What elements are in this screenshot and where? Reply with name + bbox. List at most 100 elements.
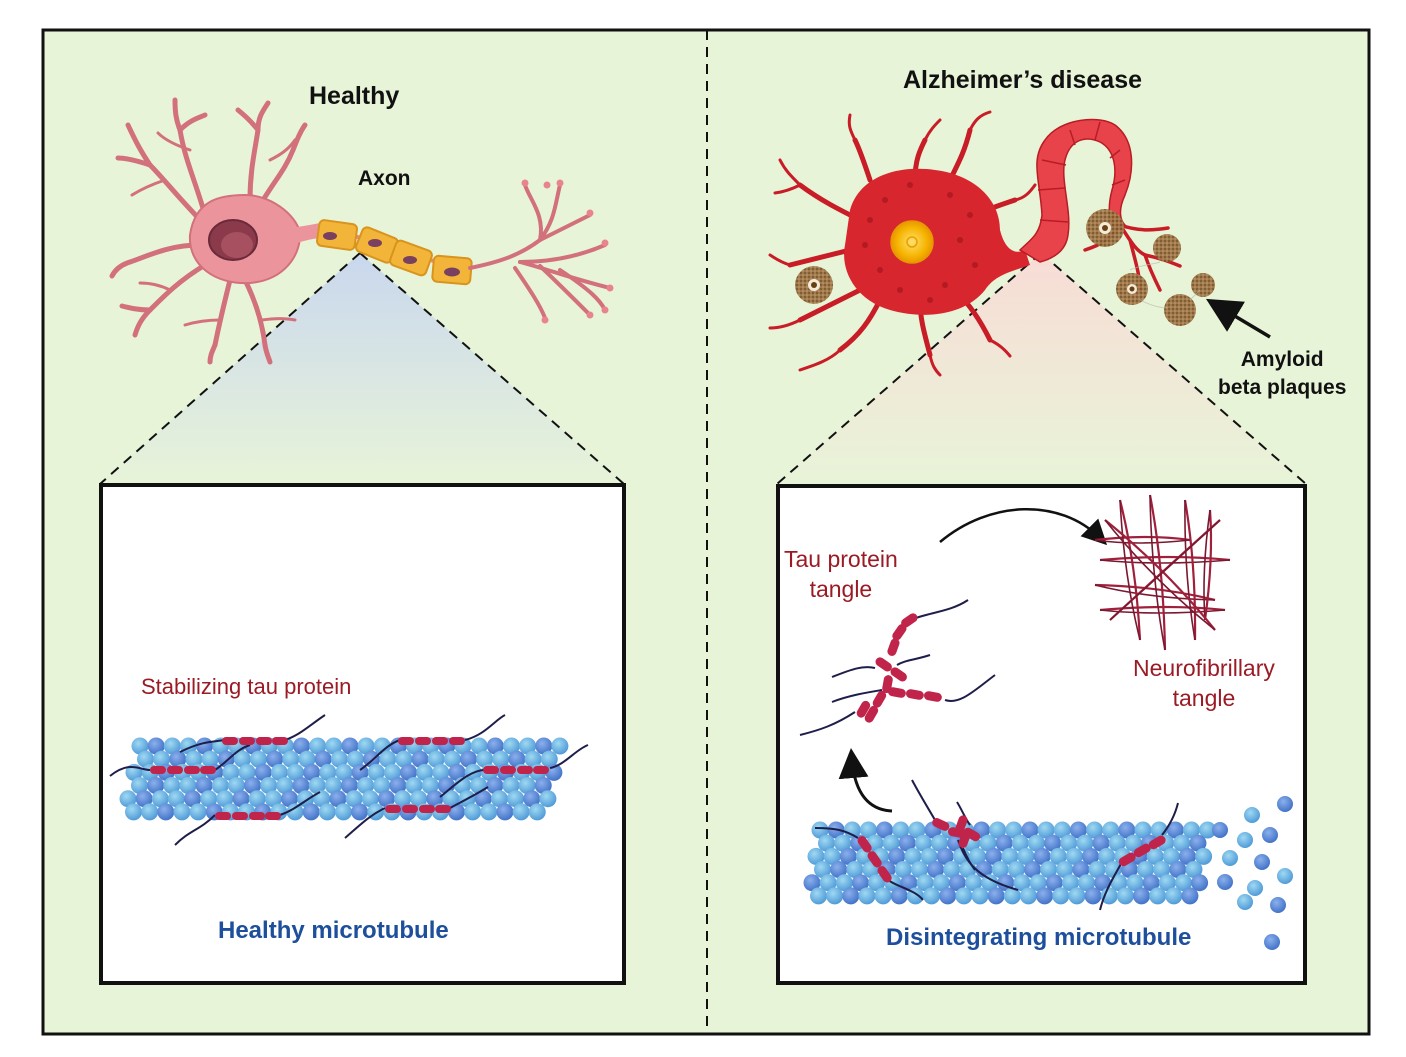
tubulin-subunit	[486, 737, 504, 755]
tubulin-subunit	[1019, 887, 1037, 905]
mt-to-tangle-arrow	[838, 748, 893, 813]
free-tubulin	[1264, 934, 1280, 950]
tubulin-subunit	[179, 777, 197, 795]
tubulin-subunit	[1185, 861, 1203, 879]
tubulin-subunit	[1005, 821, 1023, 839]
healthy-terminal-boutons	[521, 179, 614, 324]
tubulin-subunit	[1044, 834, 1062, 852]
tubulin-subunit	[518, 777, 536, 795]
free-tubulin	[1212, 822, 1228, 838]
tubulin-subunit	[995, 834, 1013, 852]
tubulin-subunit	[1195, 847, 1213, 865]
ad-zoom-cone	[777, 253, 1306, 484]
healthy-cone-line-left	[99, 252, 361, 485]
tubulin-subunit	[496, 803, 514, 821]
tubulin-subunit	[1060, 834, 1078, 852]
tubulin-subunit	[839, 847, 857, 865]
tubulin-subunit	[460, 750, 477, 768]
nft-fiber	[1118, 499, 1142, 641]
tubulin-subunit	[1108, 834, 1126, 852]
tubulin-subunit	[373, 777, 391, 795]
tubulin-subunit	[1078, 874, 1096, 892]
tubulin-subunit	[470, 737, 488, 755]
tubulin-subunit	[1072, 861, 1090, 879]
stabilizing-tau-label: Stabilizing tau protein	[141, 674, 352, 699]
tubulin-subunit	[464, 803, 482, 821]
free-tubulin	[1247, 880, 1263, 896]
tubulin-subunit	[892, 821, 910, 839]
axon-label: Axon	[358, 167, 411, 190]
ad-nucleus	[890, 220, 934, 264]
tubulin-subunit	[1153, 861, 1171, 879]
tubulin-subunit	[432, 763, 450, 781]
tau-tangle-label-line1: Tau protein	[784, 546, 898, 572]
tubulin-subunit	[325, 737, 343, 755]
tau-protein-tangle-icon	[799, 599, 996, 736]
tubulin-subunit	[1110, 874, 1128, 892]
tubulin-subunit	[442, 790, 460, 808]
ad-soma-spots	[862, 182, 978, 303]
tubulin-subunit	[908, 821, 926, 839]
tubulin-subunit	[357, 737, 375, 755]
tubulin-subunit	[334, 803, 352, 821]
tubulin-subunit	[528, 803, 546, 821]
tubulin-subunit	[346, 750, 364, 768]
tubulin-subunit	[298, 750, 316, 768]
free-tubulin	[1277, 868, 1293, 884]
myelin-sheath	[316, 219, 473, 286]
tubulin-subunit	[1181, 887, 1199, 905]
tubulin-subunit	[351, 803, 369, 821]
tubulin-subunit	[1052, 887, 1070, 905]
tubulin-subunit	[260, 777, 278, 795]
tubulin-subunit	[1118, 821, 1136, 839]
tubulin-subunit	[1098, 847, 1116, 865]
tubulin-subunit	[153, 750, 171, 768]
tubulin-subunit	[476, 750, 494, 768]
healthy-panel	[99, 97, 626, 985]
tubulin-subunit	[904, 847, 922, 865]
tubulin-subunit	[835, 874, 853, 892]
ad-axon-segments	[1037, 121, 1126, 223]
tubulin-subunit	[1068, 887, 1086, 905]
tubulin-subunit	[222, 763, 240, 781]
tubulin-subunit	[803, 874, 821, 892]
tubulin-subunit	[276, 777, 294, 795]
tubulin-subunit	[1191, 874, 1209, 892]
tubulin-subunit	[507, 790, 525, 808]
tubulin-subunit	[502, 777, 520, 795]
tubulin-subunit	[217, 750, 235, 768]
tubulin-subunit	[443, 750, 461, 768]
tubulin-subunit	[1069, 821, 1087, 839]
tubulin-subunit	[264, 790, 282, 808]
tubulin-subunit	[492, 750, 510, 768]
tubulin-subunit	[351, 763, 369, 781]
tubulin-subunit	[1104, 861, 1122, 879]
tubulin-subunit	[330, 750, 348, 768]
ad-soma	[844, 168, 1030, 315]
nft-fiber	[1094, 535, 1191, 542]
tangle-to-nft-arrow	[939, 508, 1108, 546]
tubulin-subunit	[859, 821, 877, 839]
tubulin-subunit	[227, 777, 245, 795]
tubulin-subunit	[811, 821, 829, 839]
tubulin-subunit	[448, 803, 465, 821]
tubulin-subunit	[340, 777, 358, 795]
tubulin-subunit	[1036, 887, 1054, 905]
tubulin-subunit	[1178, 847, 1196, 865]
tubulin-subunit	[1169, 861, 1187, 879]
stabilizing-tau-proteins	[109, 714, 589, 846]
tubulin-subunit	[985, 847, 1003, 865]
nft-fiber	[1119, 499, 1141, 641]
tubulin-subunit	[286, 803, 304, 821]
tubulin-subunit	[975, 861, 993, 879]
tubulin-subunit	[309, 737, 327, 755]
ad-nucleolus	[906, 236, 918, 248]
tubulin-subunit	[810, 887, 827, 905]
tubulin-subunit	[1003, 887, 1021, 905]
disintegrating-microtubule-caption: Disintegrating microtubule	[886, 924, 1192, 951]
tubulin-subunit	[1040, 861, 1058, 879]
healthy-title: Healthy	[309, 82, 400, 110]
tubulin-subunit	[303, 763, 321, 781]
tubulin-subunit	[195, 777, 213, 795]
tubulin-subunit	[1021, 821, 1039, 839]
